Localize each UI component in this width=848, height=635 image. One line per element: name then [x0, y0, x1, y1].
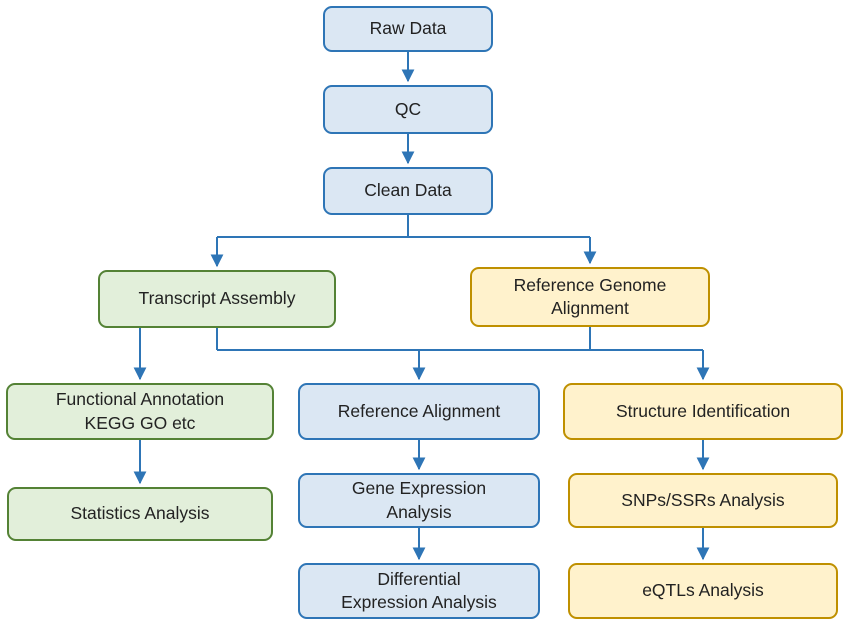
node-structure-identification: Structure Identification [563, 383, 843, 440]
node-reference-alignment: Reference Alignment [298, 383, 540, 440]
node-functional-annotation: Functional Annotation KEGG GO etc [6, 383, 274, 440]
node-reference-genome-alignment: Reference Genome Alignment [470, 267, 710, 327]
node-statistics-analysis: Statistics Analysis [7, 487, 273, 541]
connector-merge-bus [216, 327, 703, 351]
node-snps-ssrs-analysis: SNPs/SSRs Analysis [568, 473, 838, 528]
node-clean-data: Clean Data [323, 167, 493, 215]
connector-cleandata-branch [217, 215, 590, 238]
node-differential-expression-analysis: Differential Expression Analysis [298, 563, 540, 619]
node-gene-expression-analysis: Gene Expression Analysis [298, 473, 540, 528]
node-raw-data: Raw Data [323, 6, 493, 52]
node-eqtls-analysis: eQTLs Analysis [568, 563, 838, 619]
node-transcript-assembly: Transcript Assembly [98, 270, 336, 328]
node-qc: QC [323, 85, 493, 134]
